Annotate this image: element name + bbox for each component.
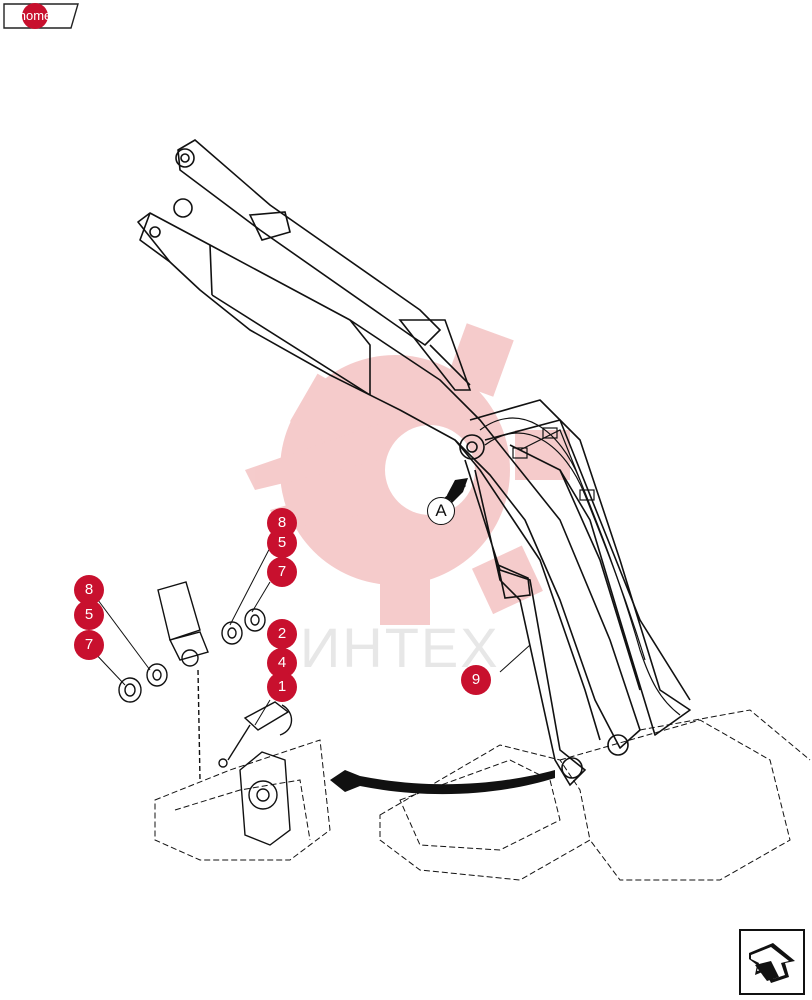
washers: [118, 608, 293, 736]
callout-1[interactable]: 1: [267, 672, 297, 702]
watermark-logo: [245, 323, 570, 625]
bracket-pin: [218, 701, 291, 846]
boom-arm: [137, 212, 691, 749]
view-label-a: A: [427, 497, 455, 525]
callout-5-right[interactable]: 5: [267, 528, 297, 558]
cylinder-end: [157, 581, 209, 781]
base-frame: [154, 709, 811, 881]
callout-5-left[interactable]: 5: [74, 600, 104, 630]
lift-cylinder: [459, 434, 629, 787]
home-button[interactable]: home: [18, 8, 52, 23]
callout-2[interactable]: 2: [267, 619, 297, 649]
callout-9[interactable]: 9: [461, 665, 491, 695]
boom-cylinder: [173, 139, 472, 391]
callout-7-left[interactable]: 7: [74, 630, 104, 660]
callout-7-right[interactable]: 7: [267, 557, 297, 587]
return-button[interactable]: [739, 929, 805, 995]
home-tab-shape: [3, 3, 79, 29]
reference-arrow: [330, 770, 555, 795]
hose-lines: [479, 417, 681, 716]
return-arrow-icon: [749, 943, 795, 983]
